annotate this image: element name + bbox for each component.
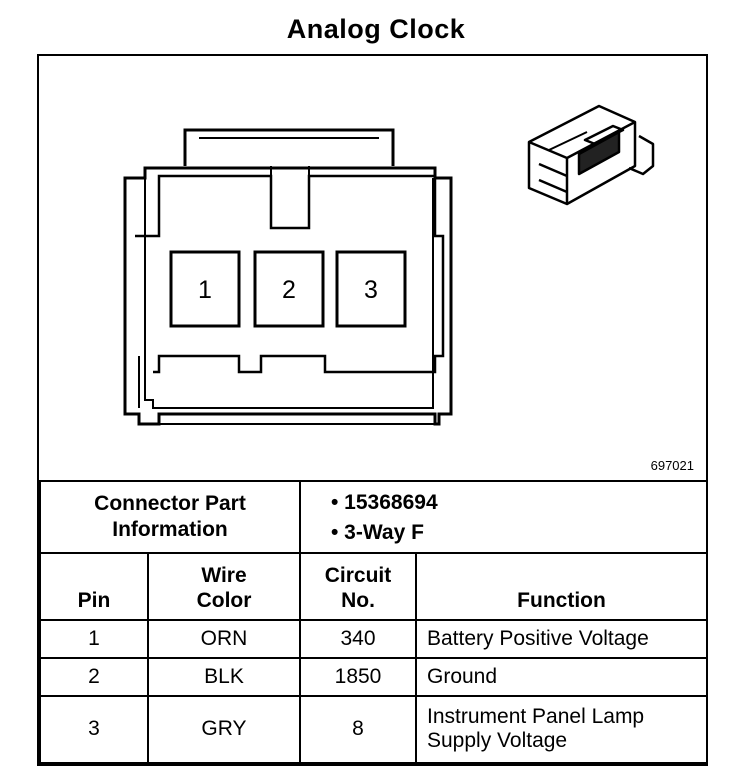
table-header-row: Pin Wire Color Circuit No. Function (39, 551, 708, 621)
row-3-circuit: 8 (299, 694, 417, 765)
row-1-pin: 1 (39, 618, 149, 659)
connector-description: • 3-Way F (331, 521, 424, 544)
pin-label-2: 2 (282, 276, 296, 304)
row-3-function-line1: Instrument Panel Lamp (427, 705, 645, 729)
pin-cavity-1 (169, 250, 241, 328)
connector-part-row: Connector Part Information • 15368694 • … (39, 480, 708, 554)
header-pin: Pin (39, 551, 149, 621)
connector-isometric-icon (527, 104, 655, 206)
row-3-wire-color: GRY (147, 694, 301, 765)
connector-frame: 1 2 3 697021 Connect (37, 54, 708, 766)
row-1-function: Battery Positive Voltage (415, 618, 708, 659)
pin-cavity-2 (253, 250, 325, 328)
connector-part-label: Connector Part Information (39, 480, 301, 554)
header-circuit: Circuit No. (299, 551, 417, 621)
row-2-circuit: 1850 (299, 656, 417, 697)
row-3-pin: 3 (39, 694, 149, 765)
connector-part-label-line1: Connector Part (94, 491, 246, 515)
row-1-wire-color: ORN (147, 618, 301, 659)
row-3-function-line2: Supply Voltage (427, 729, 568, 753)
header-circuit-line1: Circuit (324, 563, 392, 587)
connector-info-table: Connector Part Information • 15368694 • … (39, 480, 708, 765)
row-2-function: Ground (415, 656, 708, 697)
pin-label-1: 1 (198, 276, 212, 304)
pin-label-3: 3 (364, 276, 378, 304)
row-3-function: Instrument Panel Lamp Supply Voltage (415, 694, 708, 765)
row-2-wire-color: BLK (147, 656, 301, 697)
table-row: 3 GRY 8 Instrument Panel Lamp Supply Vol… (39, 694, 708, 765)
pin-cavity-3 (335, 250, 407, 328)
header-function: Function (415, 551, 708, 621)
connector-diagram: 1 2 3 697021 (39, 56, 706, 480)
part-number: • 15368694 (331, 491, 438, 514)
header-pin-label: Pin (77, 588, 111, 612)
header-wire-color-line2: Color (196, 588, 252, 612)
header-function-label: Function (517, 588, 606, 612)
connector-part-label-line2: Information (112, 517, 228, 541)
connector-part-values: • 15368694 • 3-Way F (299, 480, 708, 554)
row-2-pin: 2 (39, 656, 149, 697)
table-row: 2 BLK 1850 Ground (39, 656, 708, 697)
figure-id: 697021 (650, 458, 694, 473)
connector-face-drawing: 1 2 3 (123, 104, 655, 426)
header-wire-color: Wire Color (147, 551, 301, 621)
header-wire-color-line1: Wire (201, 563, 247, 587)
page-title: Analog Clock (286, 14, 466, 44)
row-1-circuit: 340 (299, 618, 417, 659)
header-circuit-line2: No. (341, 588, 375, 612)
table-row: 1 ORN 340 Battery Positive Voltage (39, 618, 708, 659)
